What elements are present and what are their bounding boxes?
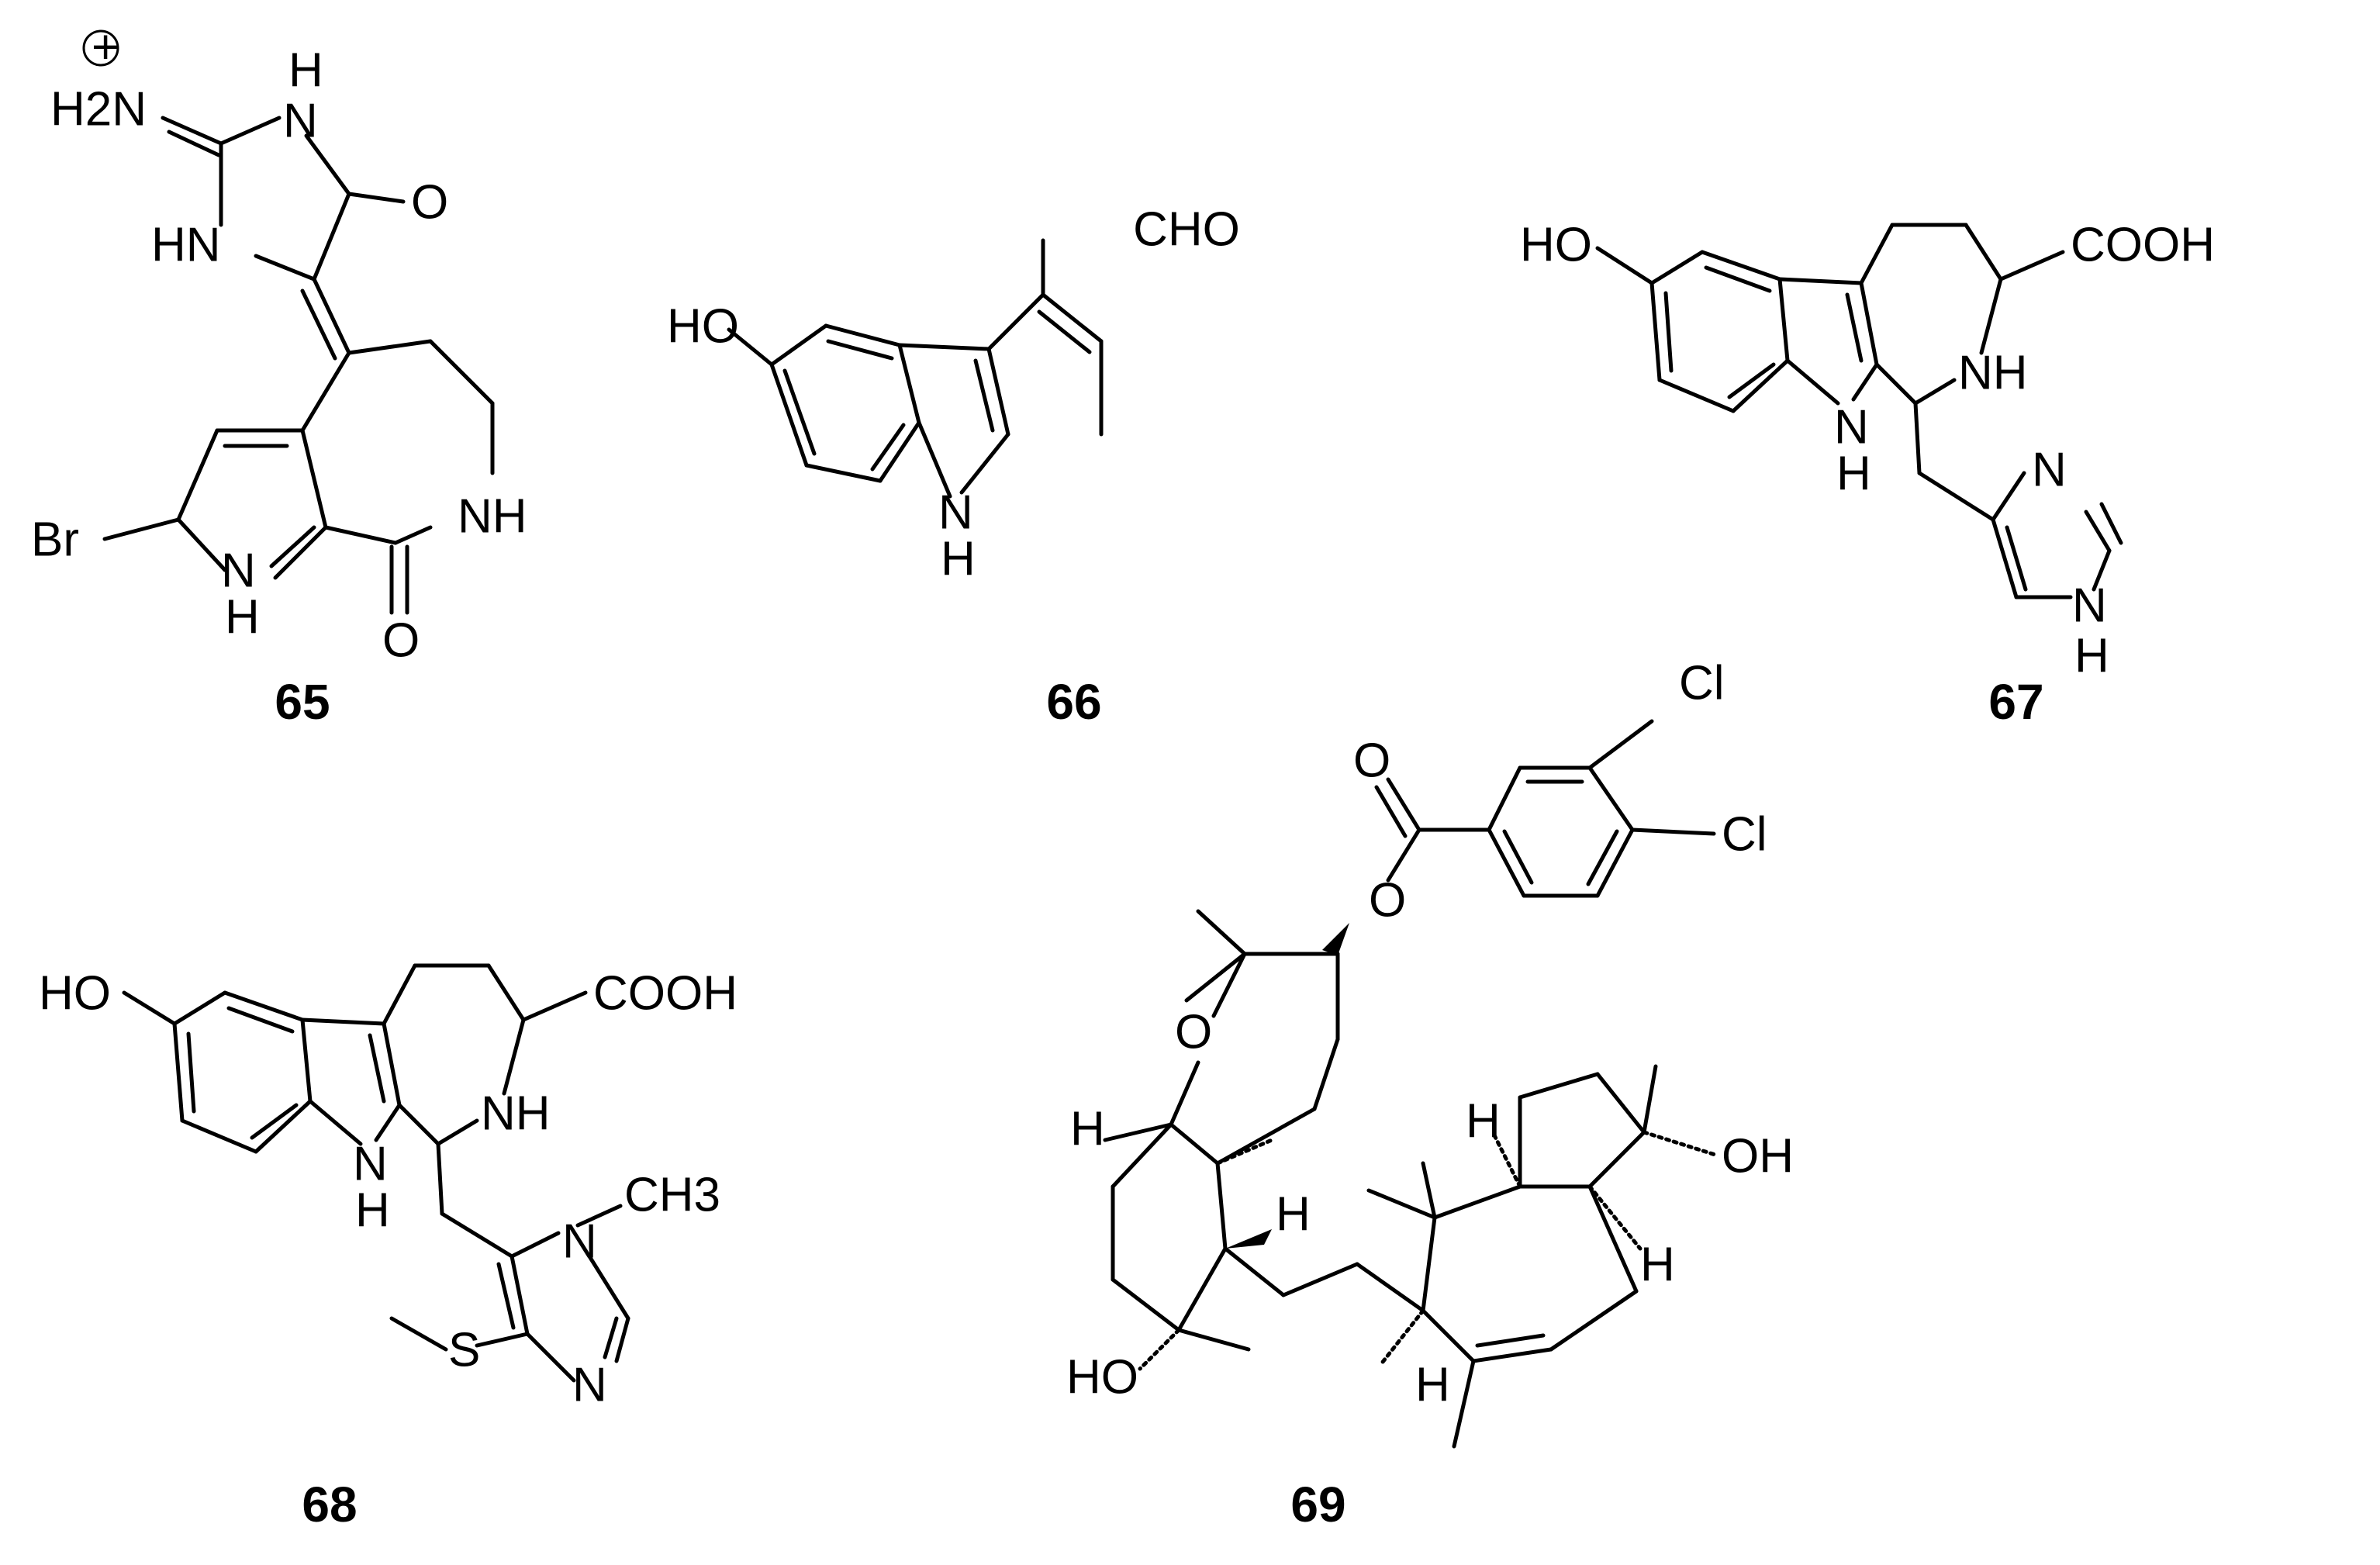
indole-h: H <box>941 532 976 586</box>
hydroxyl-ho: HO <box>1520 218 1592 271</box>
indole-n: N <box>1834 400 1869 454</box>
carboxyl-cooh: COOH <box>593 966 737 1020</box>
hydrogen-5: H <box>1415 1358 1450 1411</box>
charge-symbol: + <box>92 20 119 74</box>
hn-left: HN <box>151 218 221 271</box>
hydrogen-3: H <box>1466 1094 1501 1148</box>
indole-n: N <box>353 1137 388 1190</box>
methyl-ch3: CH3 <box>624 1168 720 1221</box>
nh-top-h: H <box>288 43 323 97</box>
compound-label-66: 66 <box>1046 674 1101 730</box>
oxygen-right: O <box>411 175 448 229</box>
oxygen-bottom: O <box>382 613 420 667</box>
piperidine-nh: NH <box>1958 346 2028 399</box>
hydroxyl-oh-right: OH <box>1722 1129 1794 1183</box>
indole-h: H <box>355 1183 390 1237</box>
imidazole-n: N <box>2032 443 2067 496</box>
imidazole-n-methyl: N <box>562 1214 597 1268</box>
compound-label-69: 69 <box>1290 1477 1345 1532</box>
amide-nh: NH <box>458 489 527 543</box>
chlorine-1: Cl <box>1679 656 1725 710</box>
hydroxyl-ho: HO <box>667 299 739 353</box>
indole-n: N <box>938 485 973 539</box>
nh-top-n: N <box>283 94 318 147</box>
compound-66: CHO HO N H 66 <box>667 202 1240 730</box>
hydrogen-1: H <box>1070 1102 1105 1156</box>
bromine: Br <box>31 513 79 566</box>
sulfur: S <box>448 1323 480 1377</box>
ring-oxygen: O <box>1175 1005 1212 1059</box>
compound-68: HO COOH NH N H CH3 N S N 68 <box>39 963 737 1532</box>
carboxyl-cooh: COOH <box>2071 218 2215 271</box>
pyrrole-h: H <box>225 590 260 644</box>
indole-h: H <box>1836 447 1871 500</box>
hydrogen-4: H <box>1640 1238 1675 1291</box>
compound-label-65: 65 <box>275 674 330 730</box>
hydroxyl-ho-bottom: HO <box>1066 1350 1138 1404</box>
imidazole-nh-n: N <box>2072 579 2107 632</box>
pyrrole-n: N <box>221 544 256 597</box>
compound-67: HO COOH NH N H N N H 67 <box>1520 218 2215 730</box>
compound-label-68: 68 <box>302 1477 357 1532</box>
hydroxyl-ho: HO <box>39 966 111 1020</box>
compound-69: Cl Cl O O O H H HO H OH H H 69 <box>1066 656 1794 1532</box>
imidazole-n: N <box>572 1358 607 1411</box>
compound-label-67: 67 <box>1988 674 2043 730</box>
hydrogen-2: H <box>1276 1187 1311 1241</box>
ester-oxygen: O <box>1369 873 1406 927</box>
h2n-label: H2N <box>50 82 147 136</box>
chlorine-2: Cl <box>1722 807 1767 861</box>
imidazole-nh-h: H <box>2074 629 2109 682</box>
carbonyl-oxygen: O <box>1353 734 1390 787</box>
piperidine-nh: NH <box>481 1087 551 1140</box>
compound-65: + H2N H N O HN Br NH N H O 65 <box>31 20 527 730</box>
aldehyde-cho: CHO <box>1133 202 1240 256</box>
